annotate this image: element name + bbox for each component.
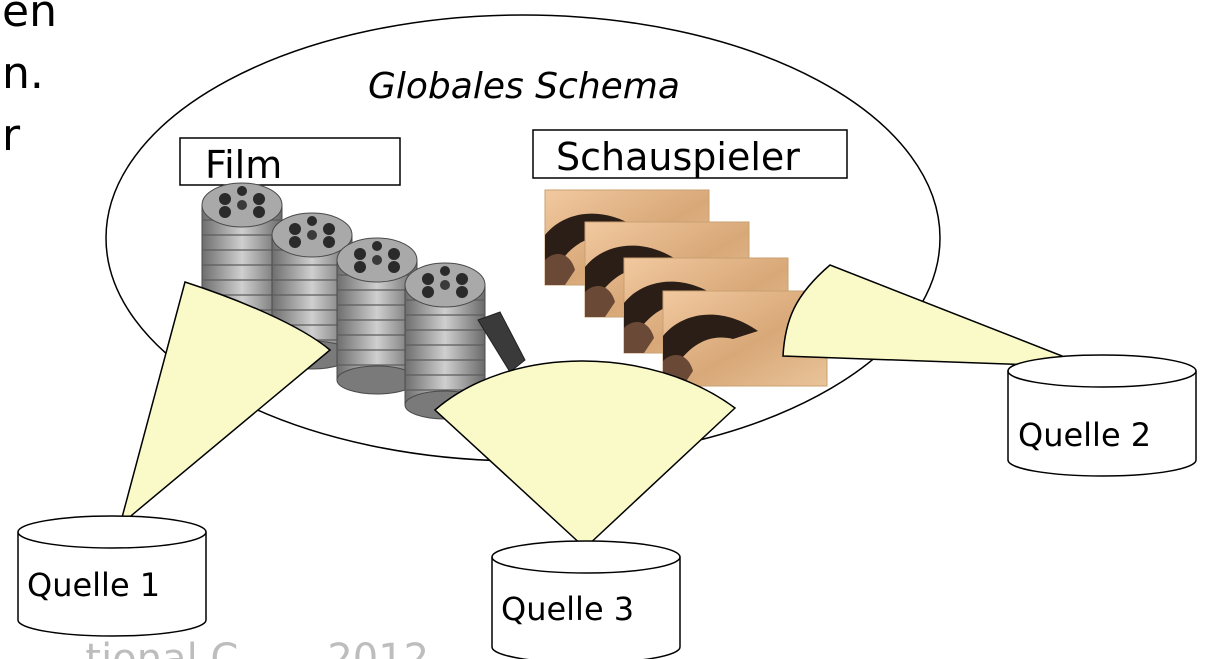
source2-cylinder: Quelle 2 — [1007, 354, 1197, 477]
global-schema-title: Globales Schema — [368, 66, 680, 107]
source1-label: Quelle 1 — [27, 566, 160, 604]
mapping-wedge-source2 — [782, 264, 1091, 368]
bg-text-line3: r — [2, 110, 21, 161]
source1-cylinder: Quelle 1 — [17, 515, 207, 637]
film-entity-box — [179, 137, 401, 186]
mapping-wedge-source1 — [118, 281, 332, 528]
mapping-wedge-source3 — [433, 360, 737, 550]
source2-label: Quelle 2 — [1018, 416, 1151, 454]
source3-label: Quelle 3 — [501, 590, 634, 628]
footer-text: ..tional C...... 2012 — [60, 636, 429, 659]
film-reels-image — [201, 182, 526, 420]
actor-entity-box — [532, 129, 848, 179]
bg-text-line1: en — [2, 0, 57, 37]
bg-text-line2: n. — [2, 48, 44, 99]
source3-cylinder: Quelle 3 — [491, 540, 681, 659]
actor-entity-label: Schauspieler — [556, 135, 800, 179]
film-entity-label: Film — [205, 143, 282, 187]
